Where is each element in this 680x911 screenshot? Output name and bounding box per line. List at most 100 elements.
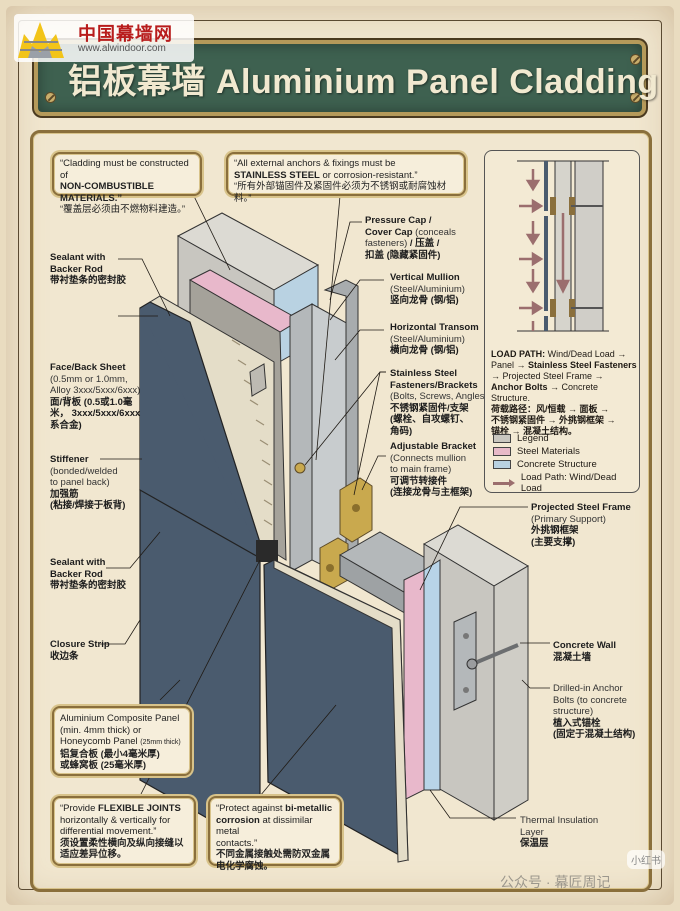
legend-label: Concrete Structure [517,459,597,470]
label-title: Layer [520,826,544,838]
callout-cn: 适应差异位移。 [60,849,127,860]
label-cn: 带衬垫条的密封胶 [50,275,127,286]
label-title: Drilled-in Anchor [553,683,623,694]
legend-item: Legend [493,433,639,444]
label-cn: 混凝土墙 [553,651,592,663]
load-path-text: LOAD PATH: Wind/Dead Load → Panel → Stai… [491,349,637,437]
label-sub: (Steel/Aluminium) [390,333,465,345]
screw-icon [630,92,641,103]
label-closure-strip: Closure Strip 收边条 [50,639,140,662]
callout-text: differential movement.” [60,826,157,837]
fastener-bolt-icon [294,462,306,474]
callout-panel-type: Aluminium Composite Panel (min. 4mm thic… [52,706,192,776]
label-sub: to panel back) [50,477,110,488]
callout-bimetallic: “Protect against bi-metallic corrosion a… [208,796,342,872]
legend-swatch [493,434,511,443]
callout-text: horizontally & vertically for [60,814,171,826]
label-title: Projected Steel Frame [531,502,631,513]
sealant-joint [256,540,278,562]
callout-text-rest: or corrosion-resistant.” [319,169,418,181]
screw-icon [630,54,641,65]
label-sub: Alloy 3xxx/5xxx/6xxx) [50,385,141,396]
load-path-cn: 锚栓 → 混凝土结构。 [491,426,578,436]
label-pressure-cap: Pressure Cap / Cover Cap (conceals faste… [365,215,485,261]
label-cn: 米， 3xxx/5xxx/6xxx [50,408,141,419]
load-arrows [519,169,571,331]
legend-swatch [493,460,511,469]
callout-text: Honeycomb Panel [60,736,138,747]
callout-cn: 须设置柔性横向及纵向接缝以 [60,837,184,849]
section-panel [544,161,548,211]
callout-bold: corrosion [216,814,260,826]
bolt-icon [463,687,469,693]
load-path-line: → Concrete Structure. [491,382,599,403]
label-cn: 可调节转接件 [390,475,448,487]
label-thermal-insulation: Thermal Insulation Layer 保温层 [520,815,620,850]
label-title: Sealant with [50,557,106,568]
section-panel [544,316,548,331]
label-cn: 带衬垫条的密封胶 [50,580,127,591]
projected-steel-frame [453,611,477,711]
label-sub: (Steel/Aluminium) [390,283,465,295]
callout-small: (25mm thick) [140,739,181,746]
legend-item: Steel Materials [493,446,639,457]
label-cn: (螺栓、自攻螺钉、 [390,414,470,425]
callout-text: contacts.” [216,837,258,849]
label-title: Closure Strip [50,639,110,650]
label-anchor-bolts: Drilled-in Anchor Bolts (to concrete str… [553,683,645,741]
label-title: Concrete Wall [553,640,616,651]
label-sub: (Bolts, Screws, Angles) [390,391,488,402]
logo-name: 中国幕墙网 [78,24,173,44]
label-adjustable-bracket: Adjustable Bracket (Connects mullion to … [390,441,490,499]
label-vertical-mullion: Vertical Mullion (Steel/Aluminium) 竖向龙骨 … [390,272,490,307]
callout-bold: FLEXIBLE JOINTS [98,803,181,814]
load-path-line: Panel → [491,360,529,370]
concrete-blue-layer [423,559,441,791]
callout-bold: bi-metallic [285,803,333,814]
label-title: Face/Back Sheet [50,362,126,373]
face-panel-upper-fill [140,308,264,560]
callout-text: at dissimilar metal [216,814,313,838]
label-title: Fasteners/Brackets [390,379,478,391]
callout-text: “All external anchors & fixings must be [234,158,396,169]
anchor-bolt-head-icon [466,658,478,670]
callout-cn: 或蜂窝板 (25毫米厚) [60,760,147,771]
label-face-back-sheet: Face/Back Sheet (0.5mm or 1.0mm, Alloy 3… [50,362,145,431]
load-path-bold: Stainless Steel Fasteners [528,360,637,370]
logo-url[interactable]: www.alwindoor.com [78,43,166,54]
screw-icon [45,92,56,103]
callout-text: “Protect against [216,803,286,814]
label-title: Thermal Insulation [520,815,599,826]
label-cn: 不锈钢紧固件/支架 [390,402,469,414]
label-cn: 保温层 [520,838,549,849]
label-cn: 面/背板 (0.5或1.0毫 [50,396,133,408]
label-cn: 扣盖 (隐藏紧固件) [365,249,441,261]
label-title: Cover Cap [365,226,413,238]
label-title: Horizontal Transom [390,322,479,333]
load-arrow-icon [493,478,515,487]
legend-label: Steel Materials [517,446,580,457]
load-path-line: → Projected Steel Frame → [491,371,604,381]
label-title: Pressure Cap / [365,215,432,226]
label-cn: 横向龙骨 (钢/铝) [390,345,459,356]
label-sub: (Connects mullion [390,452,467,464]
label-stiffener: Stiffener (bonded/welded to panel back) … [50,454,145,512]
label-title: Vertical Mullion [390,272,460,283]
label-cn: 收边条 [50,650,79,662]
xiaohongshu-badge: 小红书 [627,850,665,869]
label-horizontal-transom: Horizontal Transom (Steel/Aluminium) 横向龙… [390,322,490,357]
label-sub: (Primary Support) [531,513,606,525]
legend-label: Legend [517,433,549,444]
site-logo[interactable]: 中国幕墙网 www.alwindoor.com [14,14,194,62]
diagram-frame [30,130,652,892]
label-sub: (bonded/welded [50,465,118,477]
label-title: Stainless Steel [390,368,458,379]
label-cn: (固定于混凝土结构) [553,729,636,740]
load-path-cn: 不锈钢紧固件 → 外挑钢框架 → [491,415,616,425]
page-title: 铝板幕墙 Aluminium Panel Cladding [68,63,659,101]
callout-stainless: “All external anchors & fixings must be … [226,152,466,204]
load-path-inset: LOAD PATH: Wind/Dead Load → Panel → Stai… [484,150,640,494]
load-path-heading: LOAD PATH: [491,349,546,359]
callout-text: (min. 4mm thick) or [60,724,142,736]
